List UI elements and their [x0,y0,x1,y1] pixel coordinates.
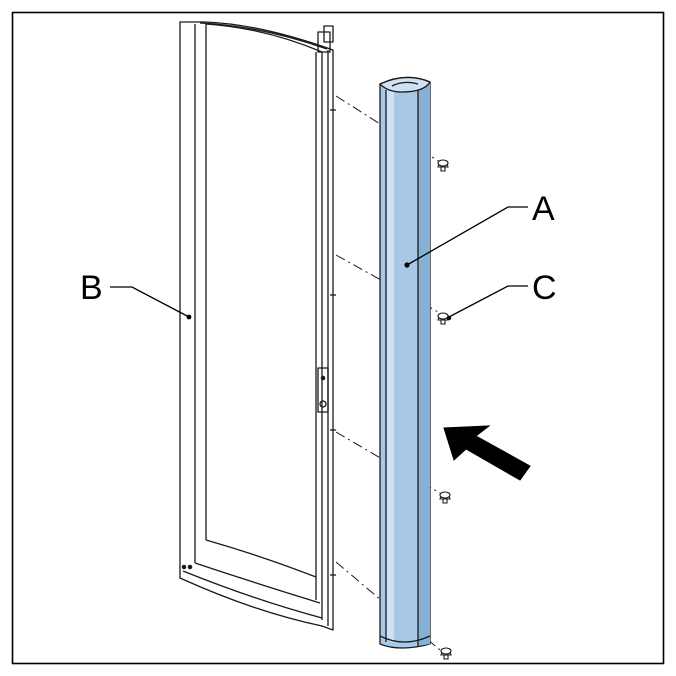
profile-a [379,76,431,649]
door-bottom-band-3 [182,570,323,619]
door-mid-latch [317,367,329,413]
callouts [110,206,528,321]
door-bottom-band-2 [194,562,321,604]
diagram-frame [11,11,665,665]
leader-b [110,286,190,318]
leader-c [446,285,528,319]
door-bottom-rivet-1 [181,564,187,570]
profile-top-cap [379,76,431,93]
leader-b-dot [186,314,192,320]
label-c: C [532,269,557,307]
door-bottom-band-1 [205,539,317,578]
door-top-clip [323,25,334,43]
door-latch-screw [319,400,327,408]
screws [437,159,452,660]
door-top-band-2 [199,22,328,50]
door-top-band-1 [205,23,323,53]
leader-c-dot [446,315,452,321]
insertion-arrow [443,425,531,481]
screw-3 [439,491,451,504]
profile-bottom-cap [379,635,431,643]
door-outer-outline [179,21,334,631]
label-b: B [80,269,103,307]
screw-2 [437,312,449,325]
door-latch-point [320,375,326,381]
door-bottom-rivet-2 [187,564,193,570]
door-b [179,21,336,631]
screw-1 [437,159,449,172]
profile-shade [418,82,430,646]
label-a: A [532,190,555,228]
leader-a [406,206,528,266]
profile-highlight [386,86,394,643]
screw-4 [440,647,452,660]
profile-top-groove [391,81,419,87]
